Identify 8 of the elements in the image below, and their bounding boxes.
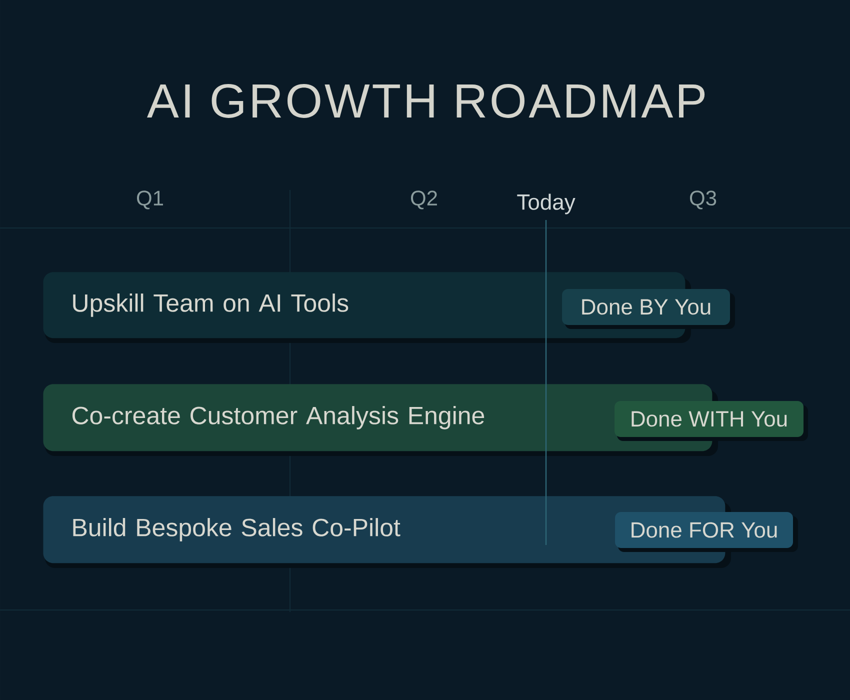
status-badge: Done BY You: [562, 288, 730, 325]
quarter-label: Q1: [137, 190, 163, 210]
status-badge: Done FOR You: [615, 512, 793, 548]
quarter-label: Q3: [690, 190, 716, 210]
quarter-label: Q2: [411, 190, 437, 210]
title: AI GROWTH ROADMAP: [147, 84, 705, 118]
today-label: Today: [517, 194, 576, 214]
status-badge: Done WITH You: [614, 400, 804, 437]
